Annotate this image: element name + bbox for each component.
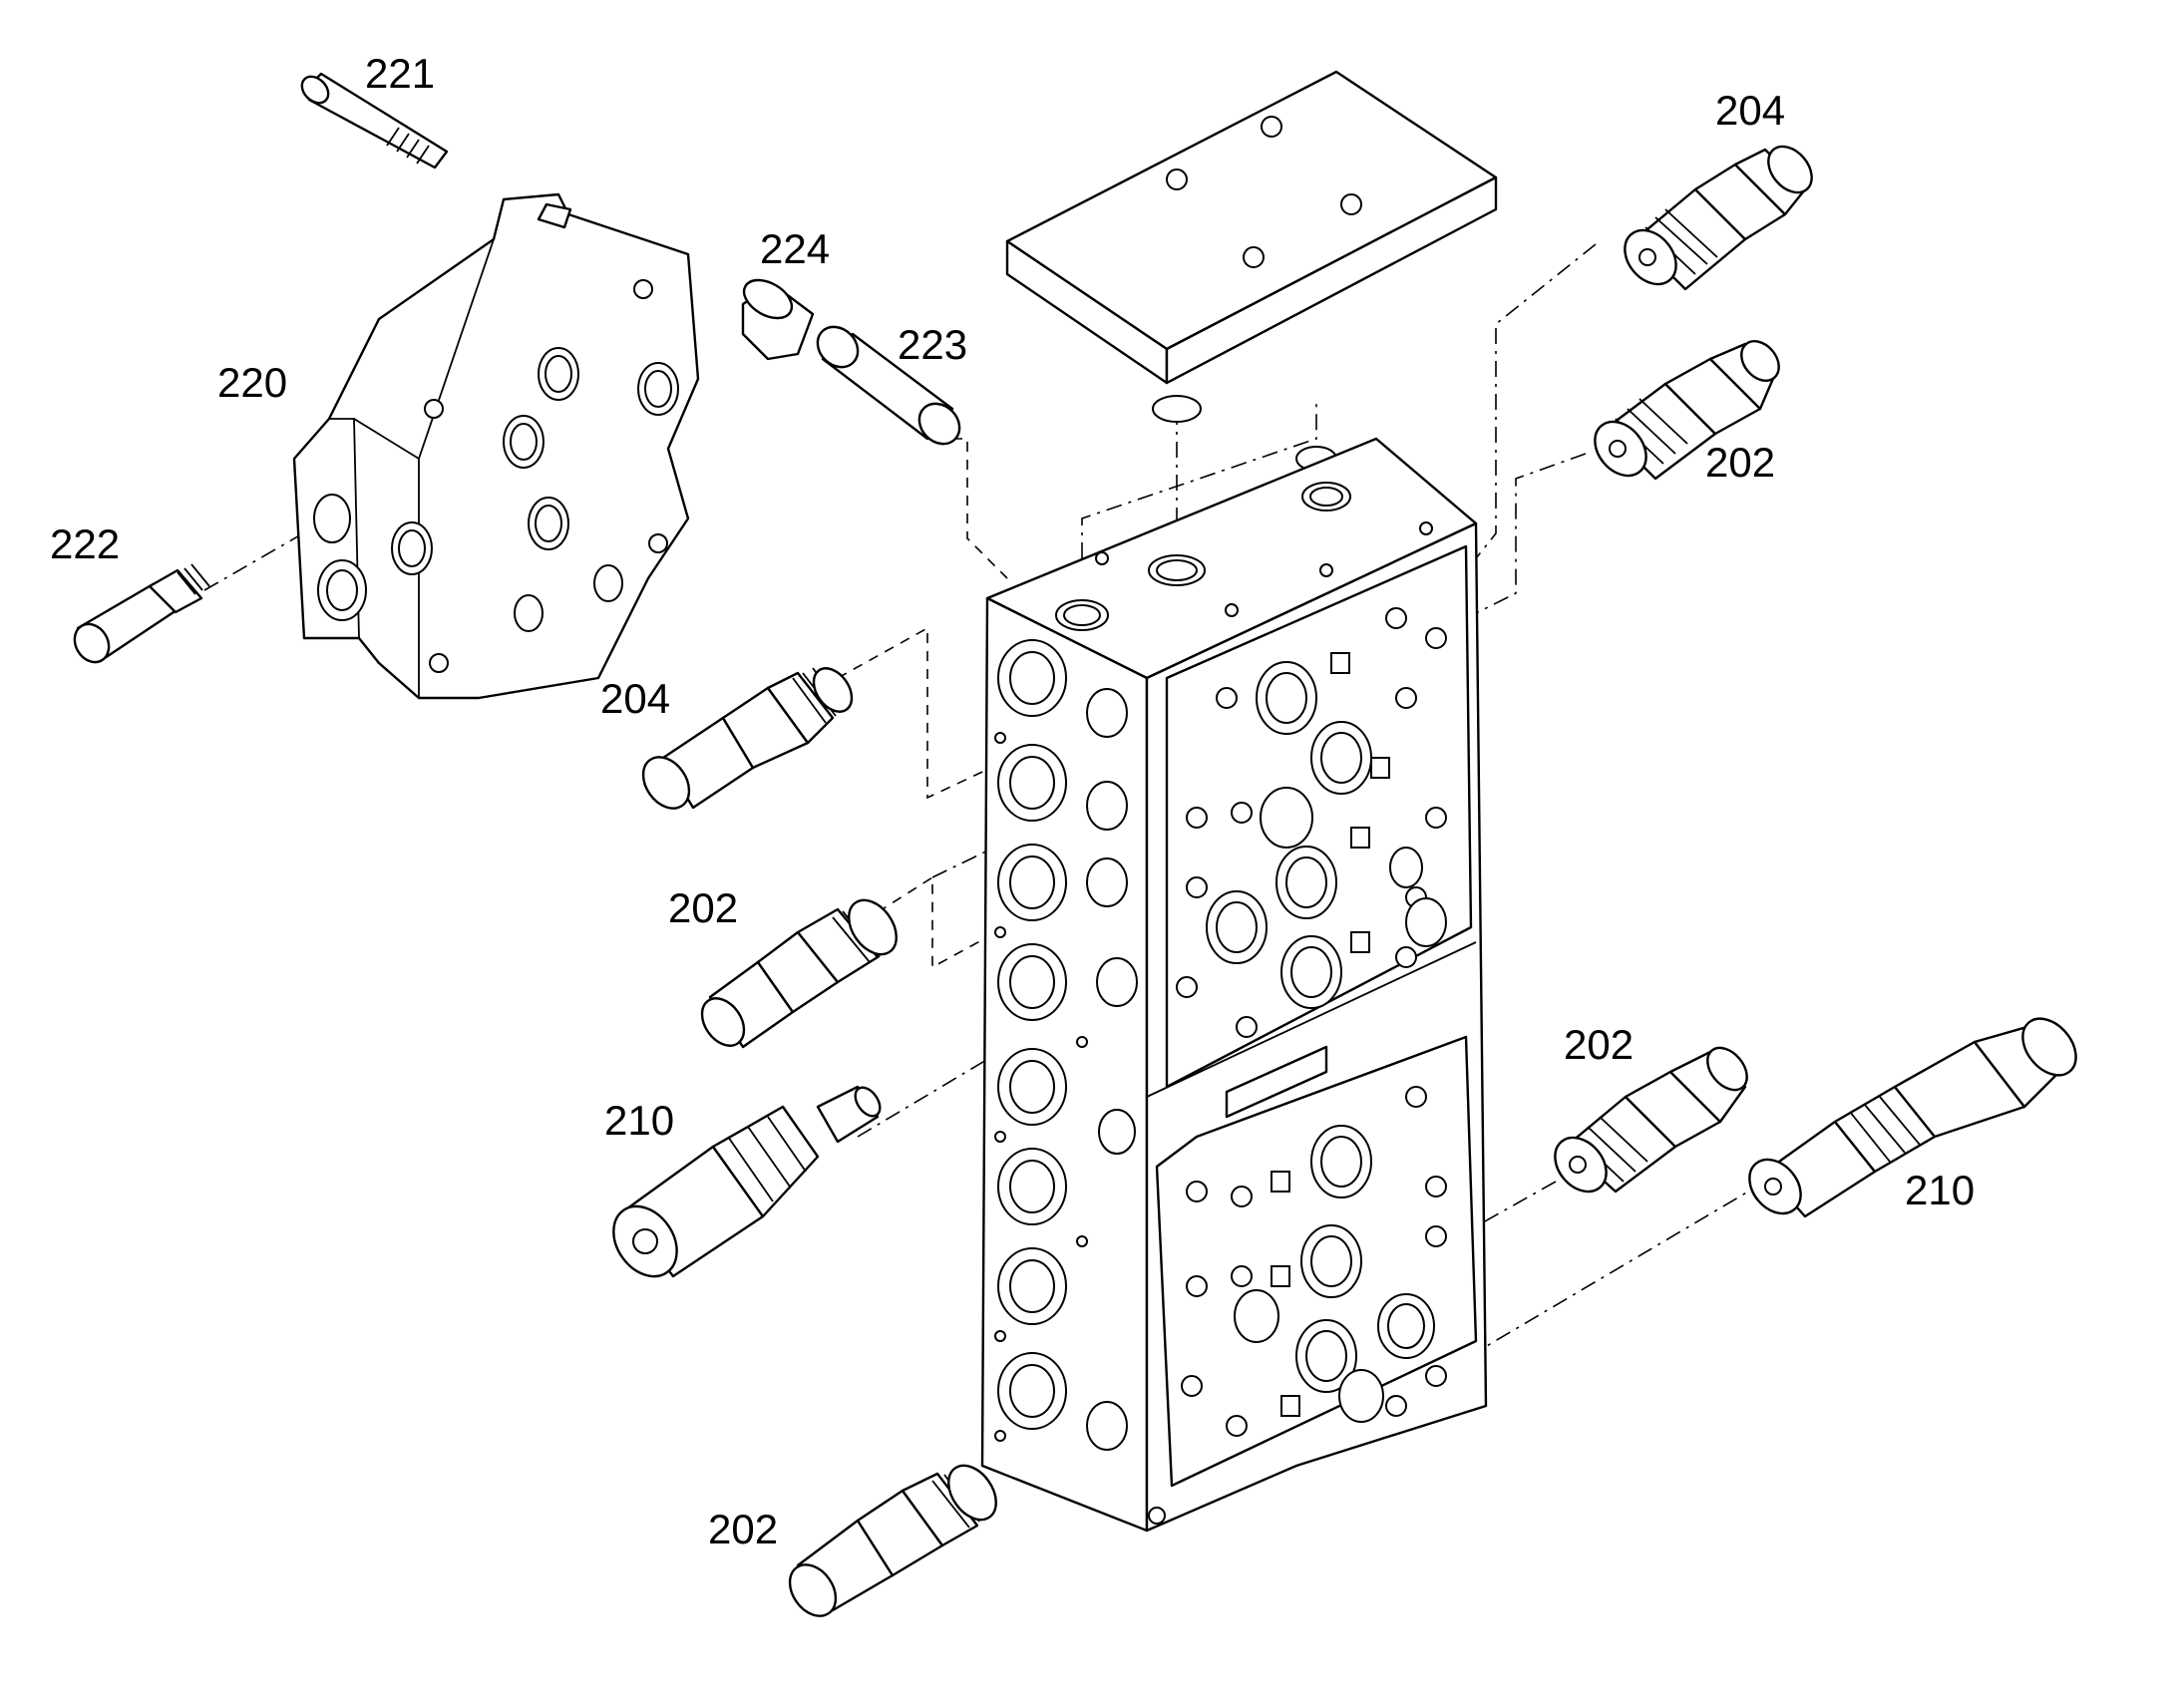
callout-210-right: 210 [1905,1167,1975,1213]
relief-valve-210-left [612,1085,882,1278]
plug-222 [73,563,210,664]
relief-valve-210-right [1748,1017,2077,1218]
callout-202-left: 202 [668,884,738,931]
relief-valve-204-top [1624,145,1813,291]
callout-224: 224 [760,225,830,272]
plug-224 [741,278,815,361]
callout-202-right: 202 [1564,1021,1634,1068]
callout-222: 222 [50,520,120,567]
end-cover-220 [292,192,700,700]
relief-valve-202-right [1554,1046,1748,1194]
right-face-lower-section [1155,1035,1478,1488]
right-face-upper-section [1165,544,1473,1089]
top-plate [1005,70,1498,385]
relief-valve-202-left [700,898,898,1049]
callout-221: 221 [365,50,435,97]
relief-valve-202-bottom [788,1464,997,1617]
callout-204-top: 204 [1715,87,1785,134]
callout-202-bottom: 202 [708,1506,778,1552]
callout-210-left: 210 [604,1097,674,1144]
callout-202-top: 202 [1705,439,1775,486]
relief-valve-204-left [641,667,854,810]
callouts: 221 220 222 224 223 204 202 204 202 210 … [50,50,1975,1552]
o-rings [1152,395,1337,472]
relief-valve-202-top [1594,340,1780,481]
callout-220: 220 [217,359,287,406]
left-face-bores [994,639,1138,1451]
callout-204-left: 204 [600,675,670,722]
pin-223 [816,325,961,446]
valve-body [980,437,1488,1533]
callout-223: 223 [898,321,967,368]
bolt-221 [300,72,449,170]
